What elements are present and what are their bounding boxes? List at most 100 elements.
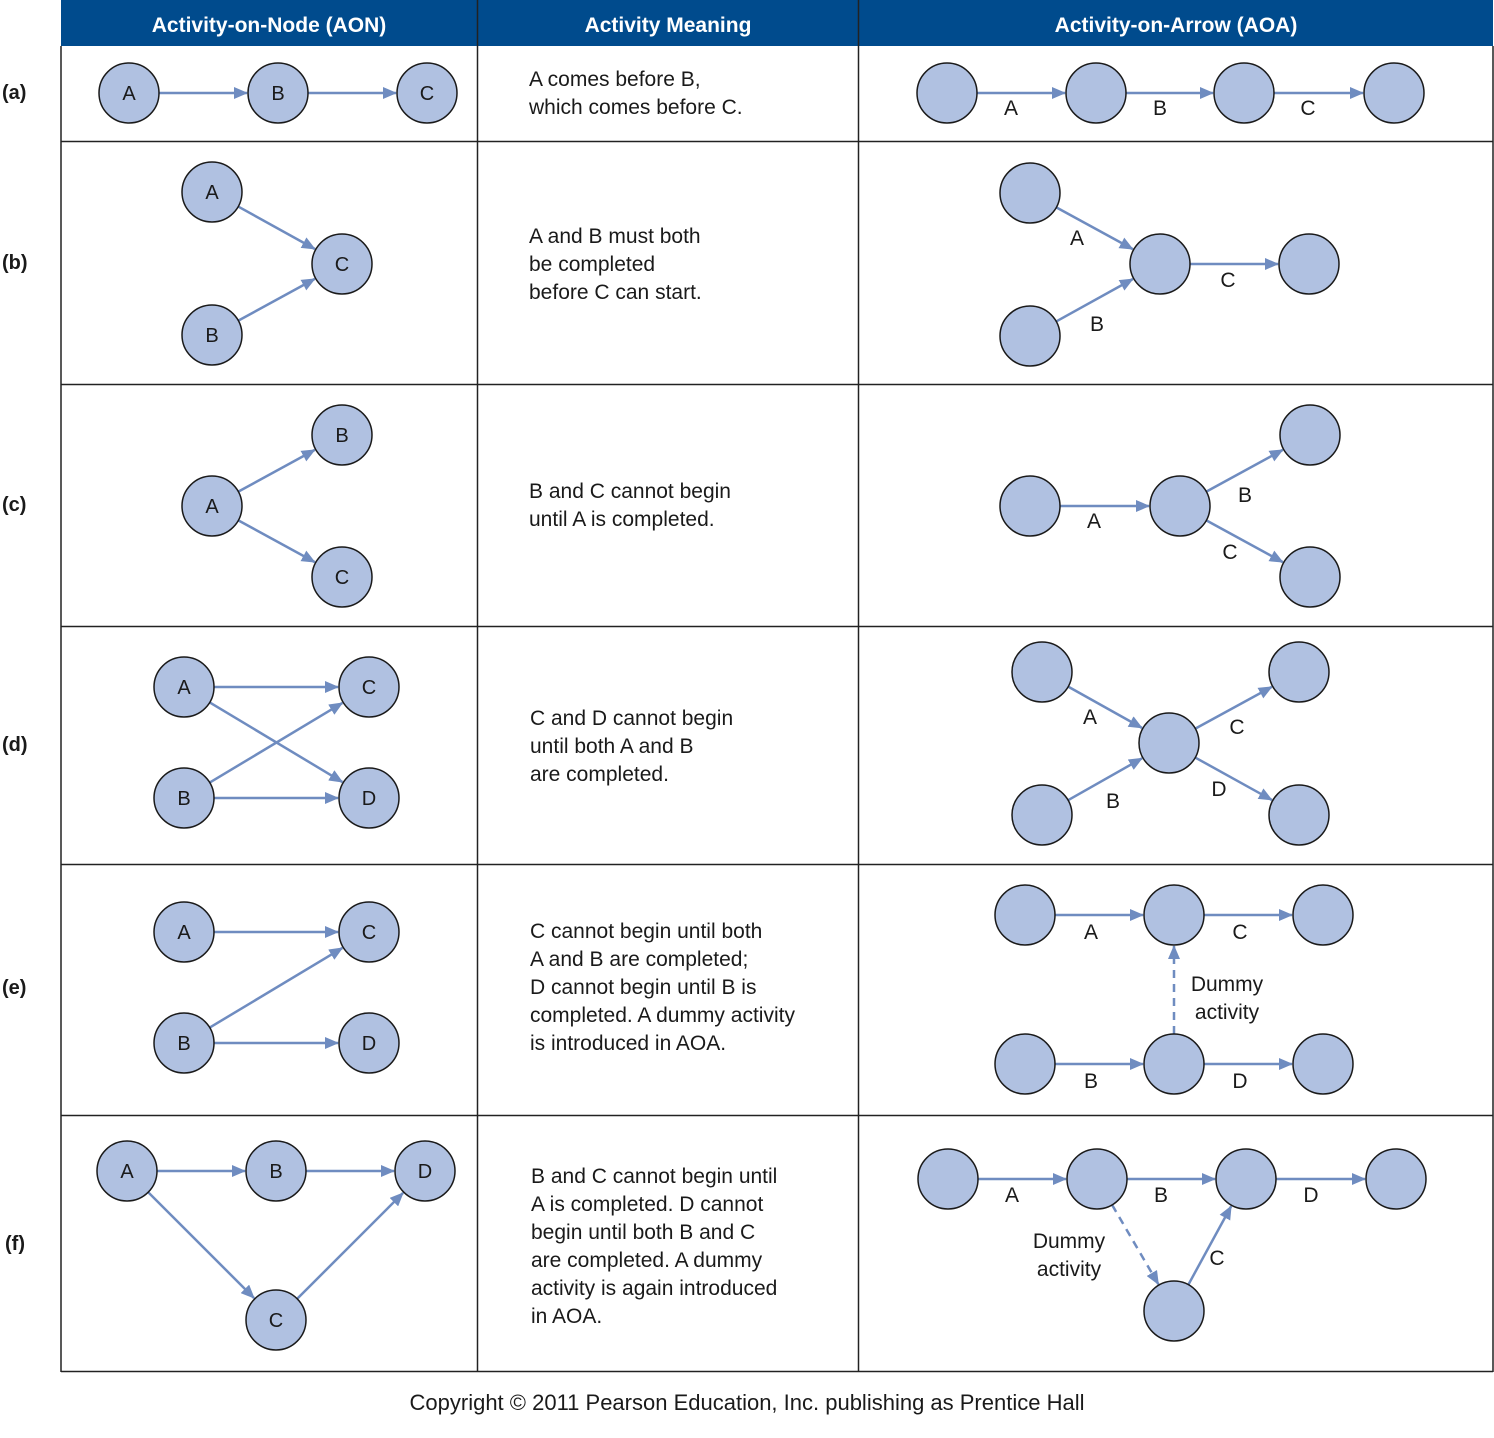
aoa-f-event-1	[917, 1148, 979, 1210]
aoa-b-event-3	[1129, 233, 1191, 295]
aon-e-node-d	[338, 1012, 400, 1074]
aoa-d-label-a: A	[1083, 706, 1097, 729]
aon-e-edge-bc	[209, 946, 344, 1029]
row-label-b: (b)	[2, 252, 28, 274]
aoa-b-event-2	[999, 305, 1061, 367]
aon-e-node-c-label: C	[362, 922, 376, 944]
aoa-e-label-c: C	[1232, 921, 1247, 944]
aon-a-node-b	[247, 62, 309, 124]
aoa-b-arrow-a	[1055, 206, 1134, 251]
aoa-a-label-b: B	[1153, 97, 1167, 120]
aoa-c-arrow-c	[1205, 519, 1284, 564]
aoa-d-event-4	[1268, 641, 1330, 703]
aon-f-node-c-label: C	[269, 1310, 283, 1332]
aoa-b-event-4	[1278, 233, 1340, 295]
aon-f-node-b	[245, 1140, 307, 1202]
aoa-e-event-2	[1143, 884, 1205, 946]
aon-e-node-d-label: D	[362, 1033, 376, 1055]
meaning-d: C and D cannot begin until both A and B …	[530, 707, 734, 786]
aon-f-node-a	[96, 1140, 158, 1202]
aoa-a-event-1	[916, 62, 978, 124]
aon-b-node-c	[311, 233, 373, 295]
aon-b-edge-bc	[237, 277, 316, 322]
row-label-e: (e)	[2, 977, 27, 999]
header-aon: Activity-on-Node (AON)	[151, 14, 387, 37]
aoa-d-label-d: D	[1211, 778, 1226, 801]
aoa-f-dummy-arrow	[1111, 1204, 1160, 1286]
aoa-f-event-2	[1066, 1148, 1128, 1210]
meaning-c: B and C cannot begin until A is complete…	[529, 480, 731, 531]
aoa-e-event-5	[1143, 1033, 1205, 1095]
aon-f-node-c	[245, 1289, 307, 1351]
aoa-d-arrow-d	[1194, 756, 1273, 802]
aoa-f-label-d: D	[1303, 1184, 1318, 1207]
aoa-d-event-2	[1011, 784, 1073, 846]
aoa-e-label-a: A	[1084, 921, 1098, 944]
aoa-c-label-b: B	[1238, 484, 1252, 507]
aoa-f-event-5	[1143, 1280, 1205, 1342]
row-label-c: (c)	[2, 494, 27, 516]
aon-e-node-b	[153, 1012, 215, 1074]
row-label-d: (d)	[2, 734, 28, 756]
aoa-c-event-4	[1279, 546, 1341, 608]
aoa-b-label-b: B	[1090, 313, 1104, 336]
aon-c-node-c-label: C	[335, 567, 349, 589]
aoa-b-arrow-b	[1055, 277, 1134, 323]
aoa-d-arrow-c	[1194, 685, 1273, 730]
aoa-f-label-b: B	[1154, 1184, 1168, 1207]
aoa-a-label-a: A	[1004, 97, 1018, 120]
aon-d-node-d-label: D	[362, 788, 376, 810]
aon-d-node-a-label: A	[177, 677, 191, 699]
aoa-d-event-5	[1268, 784, 1330, 846]
aon-b-node-c-label: C	[335, 254, 349, 276]
aon-c-node-a	[181, 475, 243, 537]
aon-a-node-a	[98, 62, 160, 124]
aoa-b-label-c: C	[1220, 269, 1235, 292]
aon-a-node-c	[396, 62, 458, 124]
aon-e-node-a	[153, 901, 215, 963]
aon-a-node-b-label: B	[271, 83, 284, 105]
aon-f-edge-ac	[147, 1191, 255, 1299]
aoa-c-label-a: A	[1087, 510, 1101, 533]
aoa-f-event-3	[1215, 1148, 1277, 1210]
aon-f-edge-cd	[296, 1192, 404, 1300]
aon-a-node-a-label: A	[122, 83, 136, 105]
aon-b-edge-ac	[237, 205, 316, 251]
header-meaning: Activity Meaning	[584, 14, 752, 37]
aoa-d-arrow-b	[1067, 757, 1143, 802]
aoa-f-label-c: C	[1209, 1247, 1224, 1270]
aoa-d-arrow-a	[1067, 685, 1143, 729]
row-label-a: (a)	[2, 82, 27, 104]
aoa-b-event-1	[999, 162, 1061, 224]
aoa-c-event-2	[1149, 475, 1211, 537]
aon-e-node-a-label: A	[177, 922, 191, 944]
row-label-f: (f)	[5, 1233, 25, 1255]
aon-d-node-d	[338, 767, 400, 829]
aoa-c-arrow-b	[1205, 448, 1284, 493]
aoa-a-event-3	[1213, 62, 1275, 124]
aoa-e-event-1	[994, 884, 1056, 946]
nodes: A B C A B C B A C A C B D A C B D A B D C	[96, 62, 1427, 1351]
copyright-notice: Copyright © 2011 Pearson Education, Inc.…	[409, 1390, 1085, 1415]
aon-b-node-a-label: A	[205, 182, 219, 204]
aoa-d-label-b: B	[1106, 790, 1120, 813]
aoa-e-event-6	[1292, 1033, 1354, 1095]
aon-c-edge-ab	[237, 448, 316, 493]
aon-d-node-a	[153, 656, 215, 718]
aon-c-edge-ac	[237, 519, 316, 564]
aon-e-node-b-label: B	[177, 1033, 190, 1055]
aon-f-node-d-label: D	[418, 1161, 432, 1183]
aon-b-node-b-label: B	[205, 325, 218, 347]
aoa-f-label-a: A	[1005, 1184, 1019, 1207]
aoa-c-event-3	[1279, 404, 1341, 466]
aon-f-node-b-label: B	[269, 1161, 282, 1183]
aon-c-node-c	[311, 546, 373, 608]
aoa-e-event-3	[1292, 884, 1354, 946]
aon-d-edge-bc	[209, 701, 344, 784]
meaning-f: B and C cannot begin until A is complete…	[531, 1165, 778, 1328]
aon-d-node-b	[153, 767, 215, 829]
aon-e-node-c	[338, 901, 400, 963]
